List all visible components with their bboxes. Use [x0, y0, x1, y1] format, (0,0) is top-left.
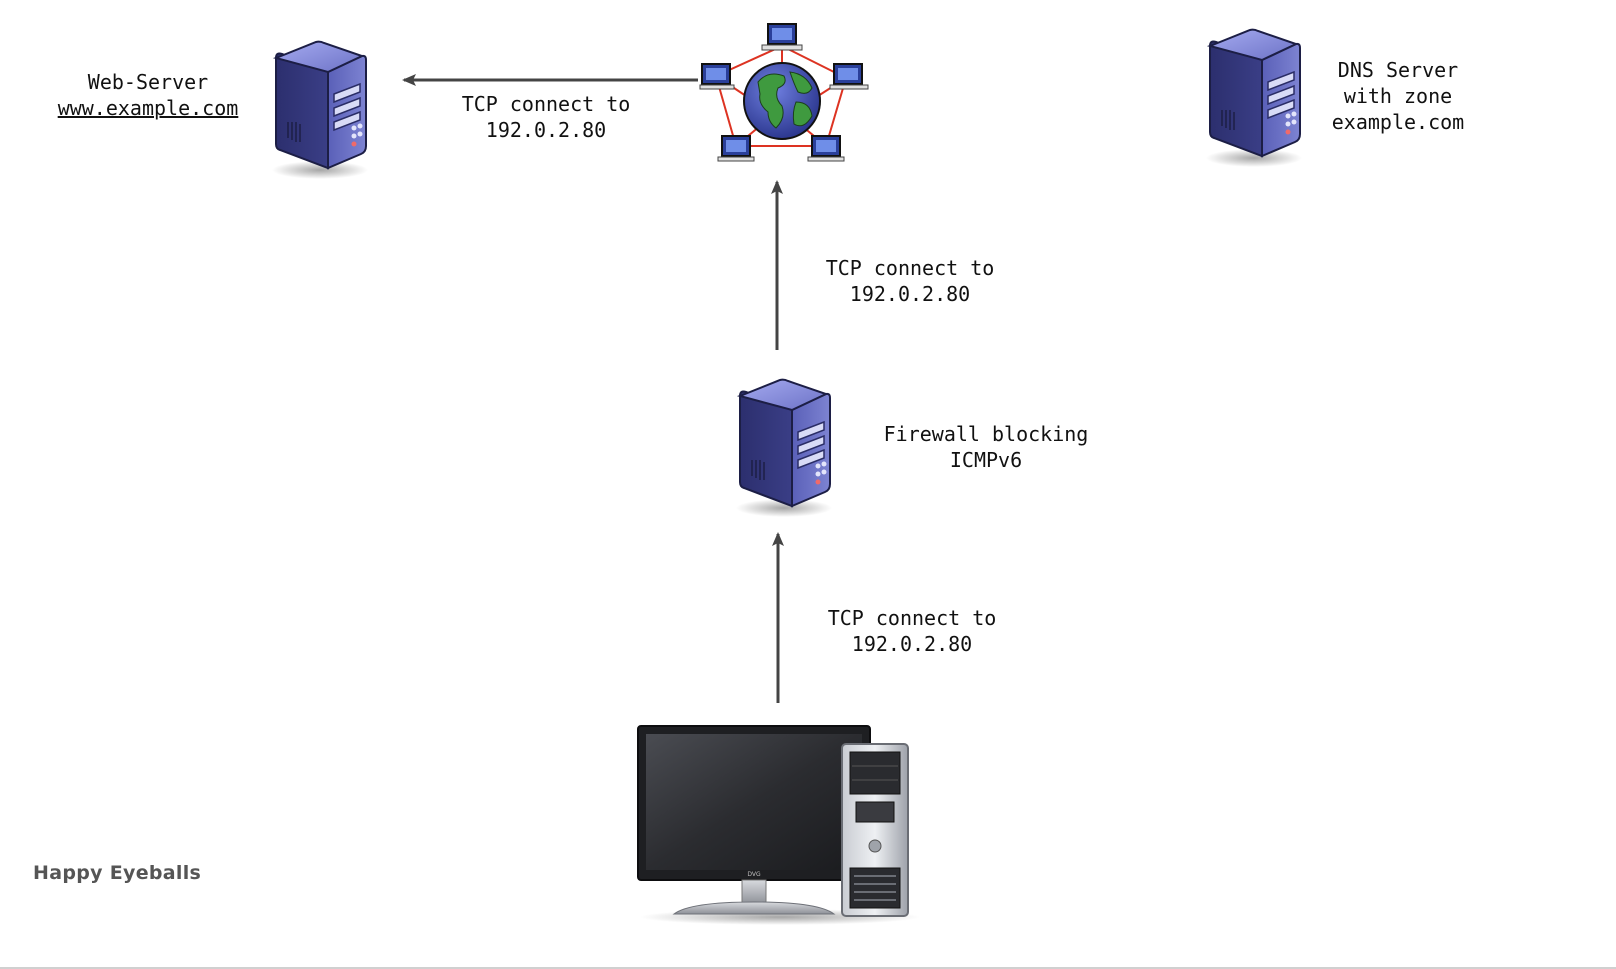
dns-server-zone-prefix: with zone	[1343, 84, 1453, 108]
firewall-label: Firewall blocking ICMPv6	[866, 421, 1106, 473]
web-server-label: Web-Server www.example.com	[38, 69, 258, 121]
network-node-icon	[761, 23, 803, 51]
edge-label-text: TCP connect to	[825, 256, 995, 280]
monitor-brand: DVG	[747, 871, 761, 878]
monitor-icon: DVG	[637, 725, 871, 915]
firewall-name: Firewall blocking	[883, 422, 1089, 446]
dns-server-zone: example.com	[1331, 110, 1465, 134]
web-server-hostname-link[interactable]: www.example.com	[57, 96, 239, 120]
edge-label-ip: 192.0.2.80	[849, 282, 971, 306]
tower-icon	[841, 743, 909, 917]
dns-server-icon	[1205, 28, 1303, 168]
firewall-server-icon	[735, 378, 833, 518]
edge-label-text: TCP connect to	[827, 606, 997, 630]
edge-label-ip: 192.0.2.80	[851, 632, 973, 656]
edge-label-firewall-to-internet: TCP connect to 192.0.2.80	[800, 255, 1020, 307]
dns-server-name: DNS Server	[1337, 58, 1459, 82]
bottom-divider	[0, 967, 1616, 969]
firewall-protocol: ICMPv6	[949, 448, 1023, 472]
edge-label-client-to-firewall: TCP connect to 192.0.2.80	[802, 605, 1022, 657]
diagram-caption: Happy Eyeballs	[33, 862, 202, 884]
internet-globe-icon	[699, 23, 869, 162]
web-server-icon	[271, 40, 369, 180]
edge-label-text: TCP connect to	[461, 92, 631, 116]
edge-label-internet-to-webserver: TCP connect to 192.0.2.80	[436, 91, 656, 143]
web-server-name: Web-Server	[87, 70, 209, 94]
edge-label-ip: 192.0.2.80	[485, 118, 607, 142]
client-desktop-icon: DVG	[637, 725, 920, 925]
dns-server-label: DNS Server with zone example.com	[1300, 57, 1496, 135]
